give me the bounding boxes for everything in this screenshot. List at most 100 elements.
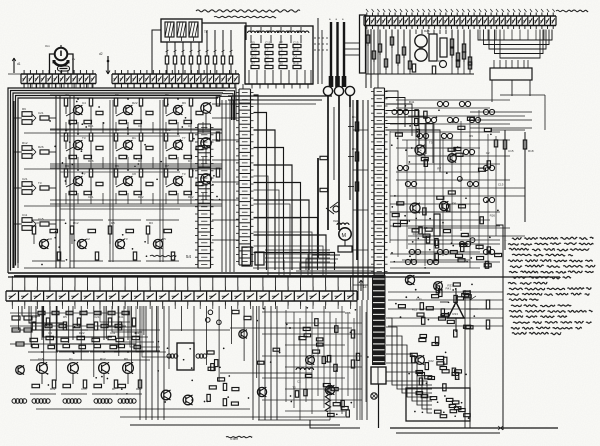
svg-text:C11: C11	[22, 213, 28, 217]
svg-text:C15: C15	[508, 149, 514, 153]
svg-text:C15: C15	[498, 182, 504, 186]
svg-text:R7: R7	[251, 62, 255, 66]
svg-text:R12: R12	[100, 357, 106, 361]
svg-text:R12: R12	[22, 141, 28, 145]
svg-text:C15: C15	[293, 41, 299, 45]
svg-text:R18: R18	[528, 149, 534, 153]
svg-text:C8: C8	[138, 124, 142, 128]
svg-text:D1: D1	[352, 115, 356, 119]
svg-text:R22: R22	[132, 101, 138, 105]
svg-text:C8: C8	[132, 172, 136, 176]
svg-text:R22: R22	[136, 387, 142, 391]
svg-text:d2: d2	[99, 52, 103, 56]
svg-text:T3: T3	[124, 237, 128, 241]
svg-text:T7: T7	[279, 55, 283, 59]
svg-text:R9: R9	[22, 107, 26, 111]
svg-text:C11: C11	[134, 331, 140, 335]
svg-text:D1: D1	[456, 377, 460, 381]
svg-text:D1: D1	[188, 159, 192, 163]
svg-text:R41: R41	[118, 315, 124, 319]
svg-text:R26: R26	[38, 145, 44, 149]
svg-text:C21: C21	[38, 111, 44, 115]
svg-text:R18: R18	[345, 311, 351, 315]
svg-text:R9: R9	[452, 201, 456, 205]
svg-text:R5: R5	[63, 315, 67, 319]
svg-text:a: a	[336, 18, 338, 21]
svg-text:R7: R7	[112, 387, 116, 391]
svg-text:D5: D5	[115, 93, 119, 97]
svg-text:C15: C15	[38, 357, 44, 361]
svg-text:T3: T3	[82, 136, 86, 140]
svg-text:R9: R9	[115, 164, 119, 168]
svg-text:R18: R18	[293, 62, 299, 66]
svg-text:R41: R41	[446, 286, 452, 290]
svg-text:C8: C8	[35, 221, 39, 225]
svg-text:R9: R9	[352, 147, 356, 151]
svg-text:R33: R33	[452, 312, 458, 316]
svg-text:C11: C11	[110, 331, 116, 335]
svg-text:C21: C21	[416, 297, 422, 301]
svg-text:R22: R22	[79, 331, 85, 335]
svg-text:C11: C11	[32, 315, 38, 319]
svg-text:R41: R41	[409, 100, 415, 104]
svg-text:R26: R26	[490, 214, 496, 218]
svg-text:R12: R12	[50, 387, 56, 391]
svg-text:a: a	[329, 18, 331, 21]
svg-text:D1: D1	[132, 136, 136, 140]
svg-text:4 dmf: 4 dmf	[230, 437, 238, 441]
svg-text:a: a	[342, 18, 344, 21]
svg-text:C21: C21	[22, 177, 28, 181]
svg-text:C2: C2	[65, 93, 69, 97]
svg-text:T7: T7	[182, 136, 186, 140]
svg-text:2v: 2v	[72, 57, 76, 61]
svg-text:R22: R22	[428, 359, 434, 363]
svg-text:54: 54	[186, 254, 192, 259]
svg-text:T7: T7	[82, 172, 86, 176]
svg-text:C4: C4	[82, 101, 86, 105]
svg-text:C2: C2	[297, 380, 301, 384]
svg-text:T3: T3	[182, 172, 186, 176]
svg-text:Om: Om	[45, 44, 50, 48]
svg-text:R5: R5	[279, 62, 283, 66]
svg-text:C4: C4	[418, 149, 422, 153]
svg-text:ЛН1: ЛН1	[333, 219, 339, 223]
svg-text:R7: R7	[165, 164, 169, 168]
svg-text:T3: T3	[38, 181, 42, 185]
svg-text:R26: R26	[424, 29, 430, 33]
svg-text:D5: D5	[438, 59, 442, 63]
svg-text:C15: C15	[81, 387, 87, 391]
svg-text:d1: d1	[17, 62, 21, 66]
svg-text:C4: C4	[48, 331, 52, 335]
svg-text:T3: T3	[279, 48, 283, 52]
svg-text:R7: R7	[437, 167, 441, 171]
svg-text:R3: R3	[138, 159, 142, 163]
svg-text:D5: D5	[251, 41, 255, 45]
svg-text:M: M	[342, 233, 347, 239]
svg-text:T3: T3	[292, 386, 296, 390]
svg-text:R41: R41	[413, 232, 419, 236]
svg-text:14: 14	[363, 285, 367, 289]
svg-text:D1: D1	[69, 357, 73, 361]
svg-text:R3: R3	[65, 164, 69, 168]
svg-text:R33: R33	[447, 283, 453, 287]
svg-text:D1: D1	[265, 62, 269, 66]
svg-text:R3: R3	[149, 221, 153, 225]
svg-text:C11: C11	[265, 41, 271, 45]
svg-text:R5: R5	[111, 221, 115, 225]
svg-text:R9: R9	[165, 93, 169, 97]
svg-text:C2: C2	[486, 151, 490, 155]
svg-text:R9: R9	[470, 154, 474, 158]
svg-text:R22: R22	[165, 128, 171, 132]
svg-text:C2: C2	[265, 55, 269, 59]
svg-text:C2: C2	[188, 124, 192, 128]
svg-text:Tr: Tr	[204, 30, 208, 34]
svg-text:R7: R7	[279, 41, 283, 45]
svg-text:R9: R9	[182, 101, 186, 105]
svg-text:R9: R9	[115, 128, 119, 132]
svg-text:R12: R12	[73, 221, 79, 225]
svg-text:C8: C8	[48, 237, 52, 241]
svg-text:R12: R12	[412, 307, 418, 311]
svg-text:R18: R18	[293, 48, 299, 52]
svg-text:1.: 1.	[504, 238, 507, 242]
svg-text:C2: C2	[86, 237, 90, 241]
